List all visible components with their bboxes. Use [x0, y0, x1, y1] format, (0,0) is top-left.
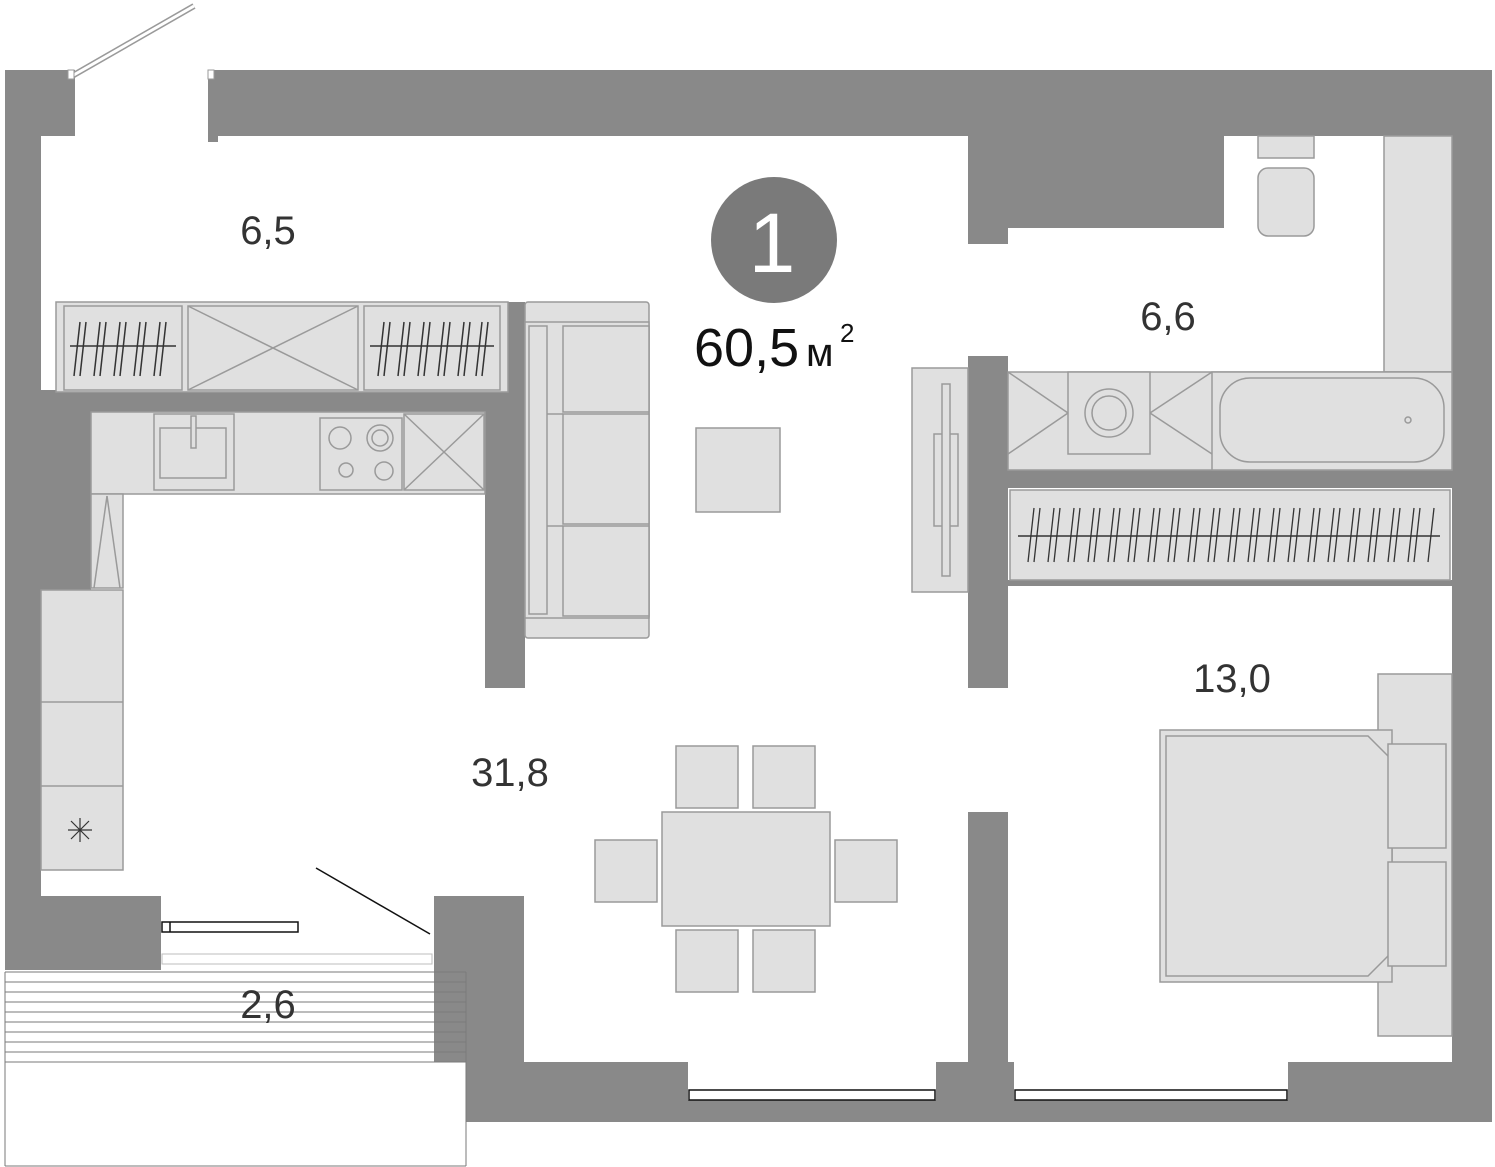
toilet	[1257, 135, 1315, 237]
rooms-count-badge: 1	[711, 177, 837, 303]
tv-panel	[911, 367, 969, 593]
badge-number: 1	[749, 196, 796, 290]
total-area-value: 60,5	[694, 318, 799, 378]
balcony-deck	[4, 971, 467, 1167]
furniture	[40, 135, 1453, 1037]
windows	[161, 921, 1288, 1101]
total-area-unit-power: 2	[840, 318, 854, 348]
kitchen-counter	[40, 411, 486, 871]
bathroom-cabinets	[1007, 371, 1453, 471]
balcony-door	[161, 867, 433, 965]
walls	[5, 70, 1492, 1122]
badge-circle	[711, 177, 837, 303]
total-area: 60,5 м 2	[694, 318, 854, 378]
room-area-bedroom: 13,0	[1193, 657, 1271, 701]
bedroom-wardrobe	[1009, 489, 1451, 581]
bath-shelf	[1383, 135, 1453, 373]
sofa	[524, 301, 650, 639]
room-area-living-kitchen: 31,8	[471, 751, 549, 795]
entrance-door	[67, 3, 215, 80]
room-area-bathroom: 6,6	[1140, 295, 1196, 339]
hallway-wardrobe	[55, 301, 509, 393]
bed	[1159, 673, 1453, 1037]
room-area-balcony: 2,6	[240, 983, 296, 1027]
total-area-unit: м	[806, 331, 834, 375]
dining-set	[594, 745, 898, 993]
room-area-hallway: 6,5	[240, 209, 296, 253]
room-labels: 6,5 6,6 31,8 13,0 2,6	[240, 209, 1271, 1027]
coffee-table	[695, 427, 781, 513]
